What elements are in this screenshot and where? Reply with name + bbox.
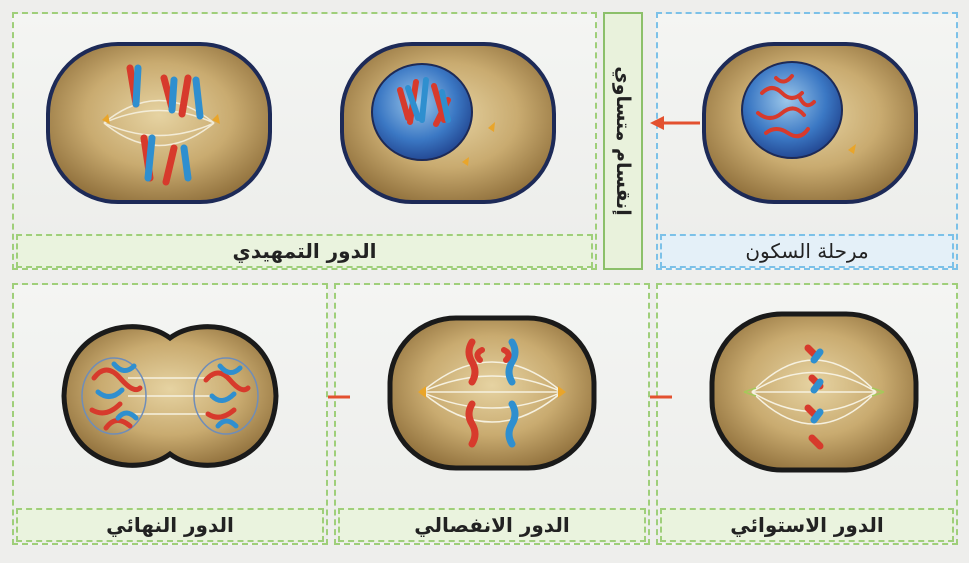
late-prophase-cell <box>44 38 274 208</box>
interphase-label: مرحلة السكون <box>660 234 954 268</box>
metaphase-label: الدور الاستوائي <box>660 508 954 542</box>
mitosis-label-text: إنقسام متساوي <box>612 66 634 216</box>
mitosis-vertical-label: إنقسام متساوي <box>603 12 643 270</box>
prophase-label: الدور التمهيدي <box>16 234 593 268</box>
telophase-label: الدور النهائي <box>16 508 324 542</box>
telophase-cell <box>58 318 282 474</box>
anaphase-cell <box>386 312 598 474</box>
metaphase-cell <box>708 308 920 476</box>
arrow-interphase-to-prophase <box>648 113 702 133</box>
anaphase-label: الدور الانفصالي <box>338 508 646 542</box>
interphase-cell <box>700 38 920 208</box>
early-prophase-cell <box>338 38 558 208</box>
